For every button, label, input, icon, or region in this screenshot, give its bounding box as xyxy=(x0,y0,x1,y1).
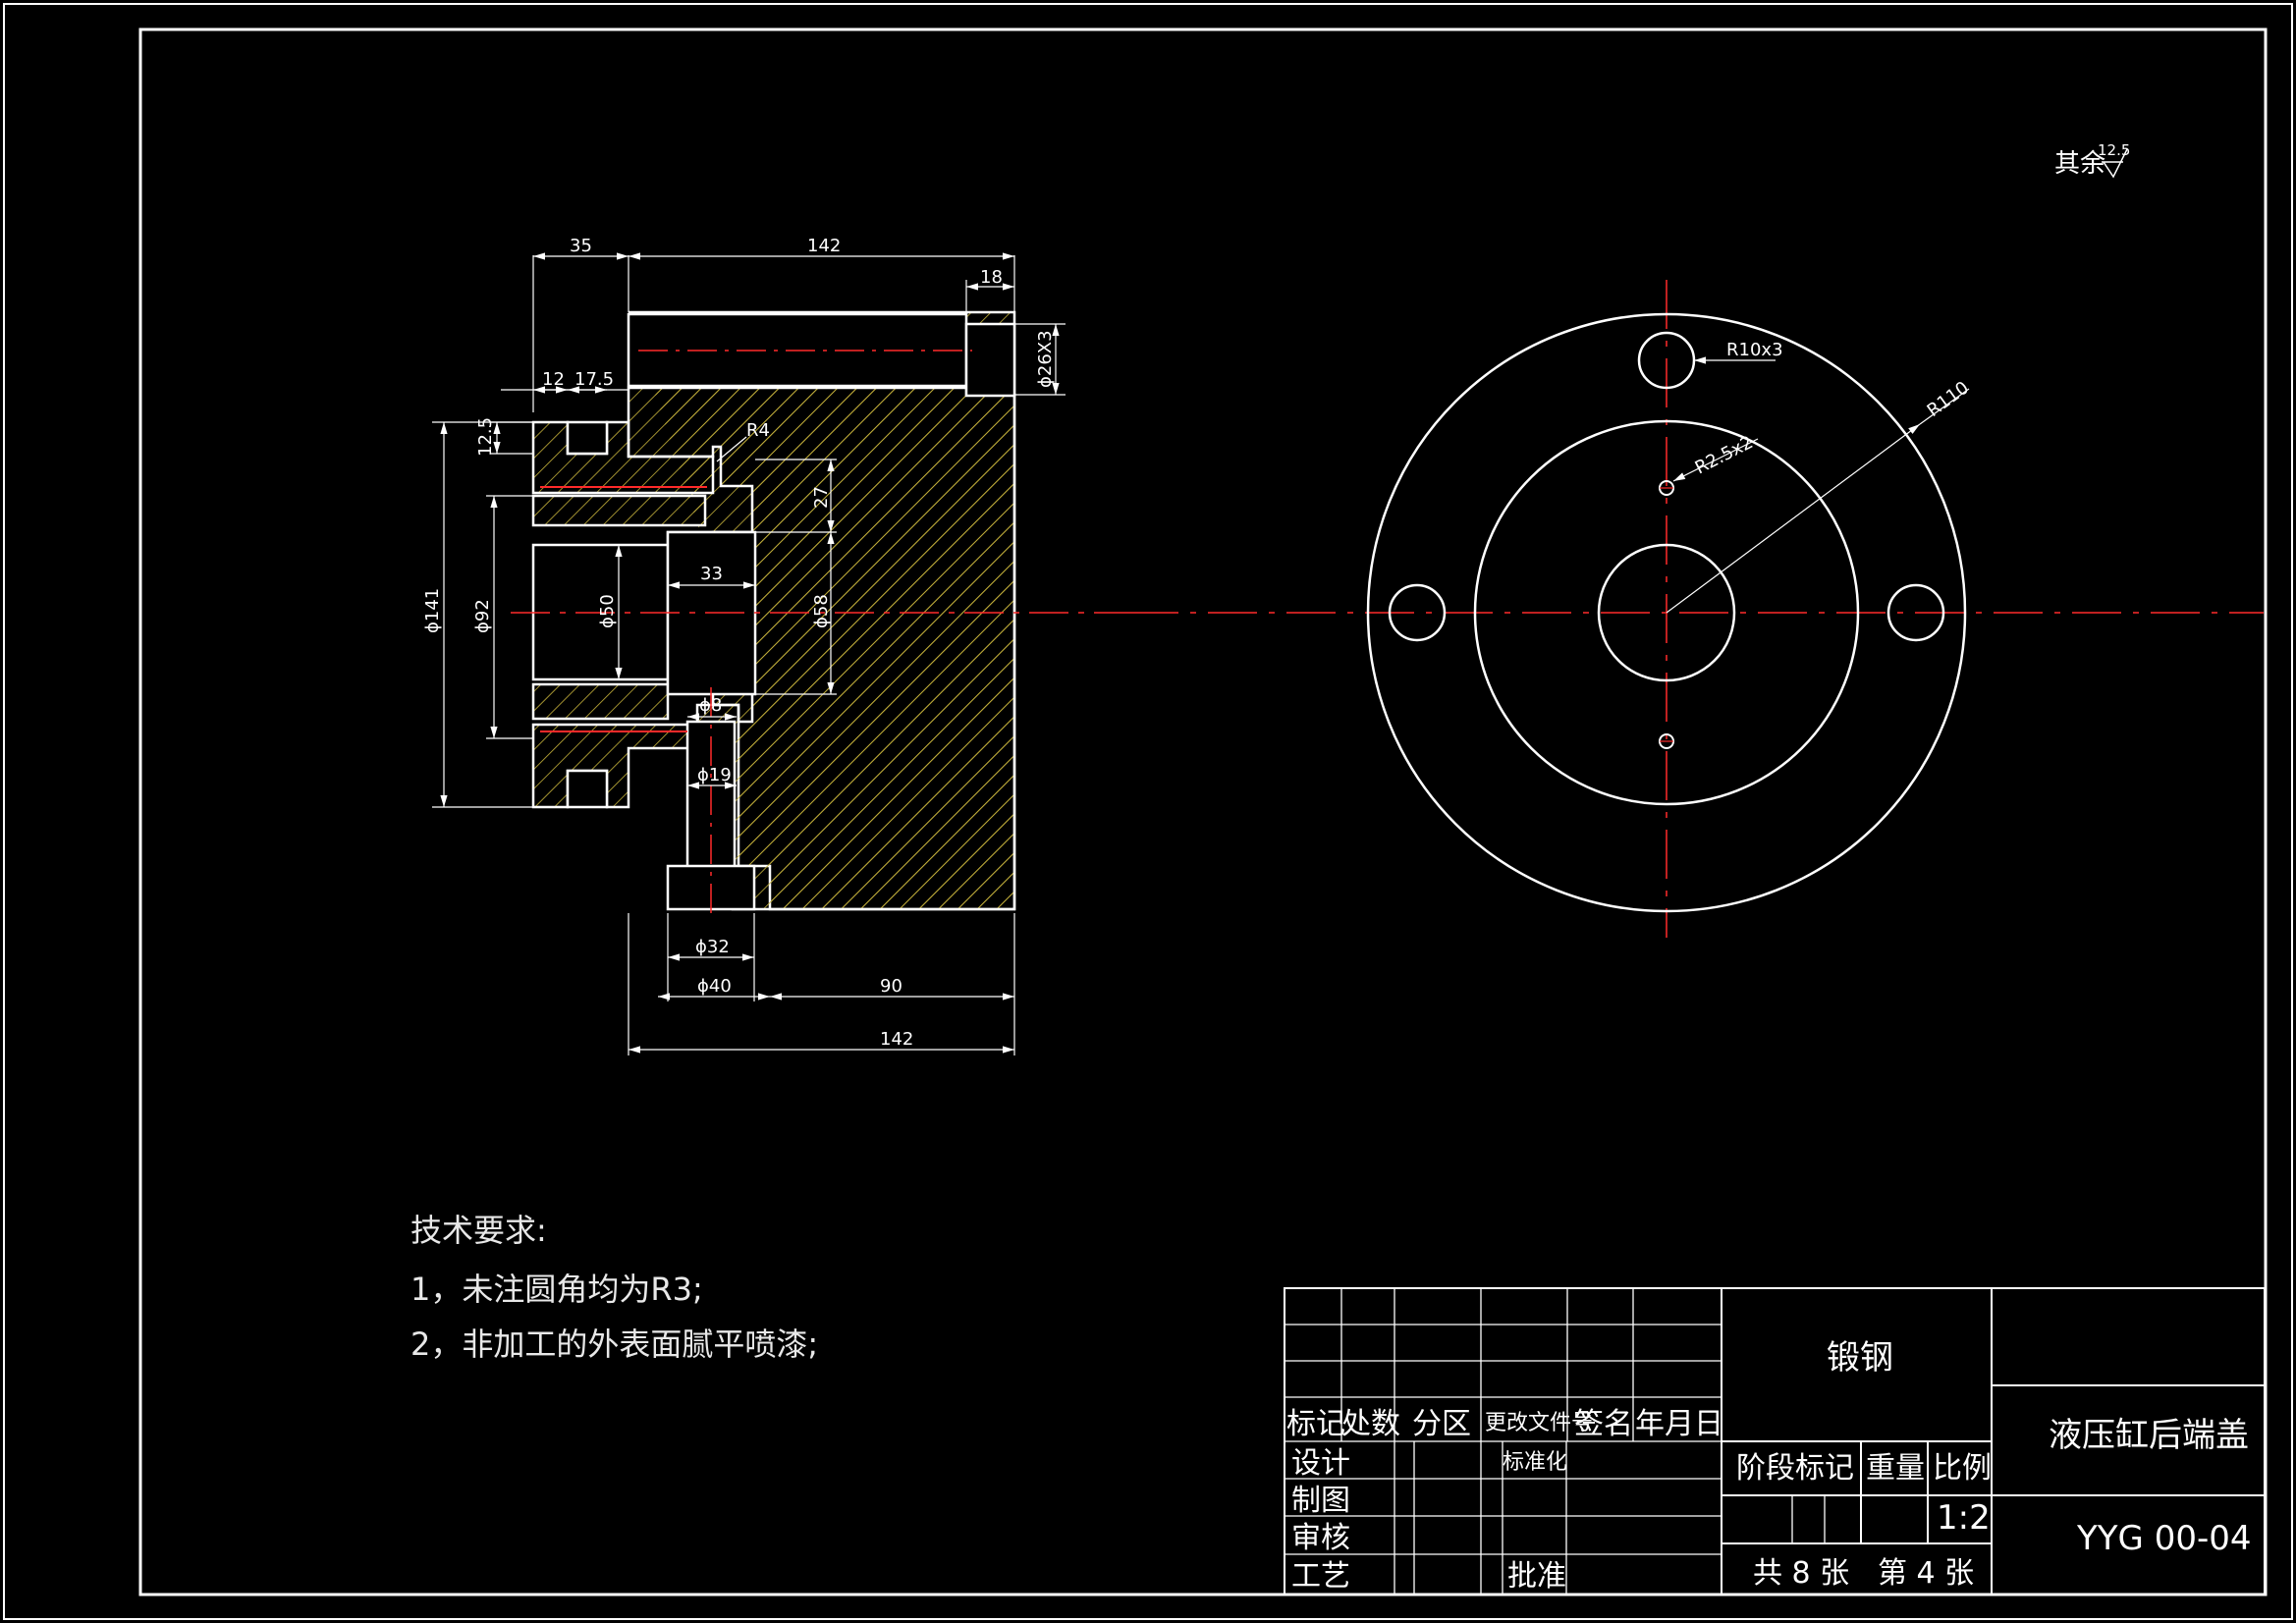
hdr-date: 年月日 xyxy=(1635,1407,1723,1441)
notes-item-1: 1，未注圆角均为R3; xyxy=(410,1271,703,1308)
notes-item-2: 2，非加工的外表面腻平喷漆; xyxy=(410,1325,818,1363)
outer-border xyxy=(3,3,2293,1620)
dim-17-5: 17.5 xyxy=(574,369,614,390)
role-review: 审核 xyxy=(1291,1521,1350,1555)
dim-18: 18 xyxy=(980,267,1003,288)
role-design: 设计 xyxy=(1291,1446,1350,1481)
technical-notes: 技术要求: 1，未注圆角均为R3; 2，非加工的外表面腻平喷漆; xyxy=(410,1212,818,1363)
hdr-change-doc: 更改文件号 xyxy=(1485,1411,1593,1435)
weight-label: 重量 xyxy=(1866,1451,1925,1486)
ratio-label: 比例 xyxy=(1933,1451,1992,1486)
section-view: 35 142 18 ϕ26X3 12 17.5 12.5 R4 27 33 ϕ1… xyxy=(422,236,1129,1055)
dim-33: 33 xyxy=(700,564,723,584)
mid-circle xyxy=(1473,419,1860,806)
dim-58: ϕ58 xyxy=(811,594,832,628)
dim-35: 35 xyxy=(570,236,592,256)
stage-mark: 阶段标记 xyxy=(1736,1451,1854,1486)
drawing-number: YYG 00-04 xyxy=(2076,1519,2252,1558)
dim-r2-5x2: R2.5x2 xyxy=(1692,432,1757,478)
material: 锻钢 xyxy=(1827,1338,1893,1378)
dim-19: ϕ19 xyxy=(697,765,732,785)
dim-141: ϕ141 xyxy=(422,588,443,633)
bolt-hole-right xyxy=(1886,583,1945,642)
roughness-note: 其余 12.5 xyxy=(2054,141,2130,179)
dim-142-bottom: 142 xyxy=(880,1029,913,1050)
center-bore-circle xyxy=(1597,543,1736,682)
sheets-total: 共 8 张 xyxy=(1753,1556,1849,1591)
dim-27: 27 xyxy=(811,486,832,509)
dim-r110: R110 xyxy=(1924,378,1973,422)
bolt-hole-left xyxy=(1388,583,1447,642)
dim-32: ϕ32 xyxy=(695,937,730,957)
dim-r4: R4 xyxy=(746,420,770,441)
hdr-count: 处数 xyxy=(1341,1407,1400,1441)
dim-50: ϕ50 xyxy=(597,594,618,628)
dim-90: 90 xyxy=(880,976,902,997)
part-name: 液压缸后端盖 xyxy=(2049,1416,2249,1455)
dimension-lines xyxy=(432,252,1066,1055)
hdr-zone: 分区 xyxy=(1412,1407,1471,1441)
notes-title: 技术要求: xyxy=(410,1212,547,1249)
hdr-signature: 签名 xyxy=(1574,1407,1633,1441)
roughness-label: 其余 xyxy=(2054,149,2105,179)
dim-8: ϕ8 xyxy=(699,695,722,716)
roughness-value: 12.5 xyxy=(2098,141,2130,159)
scale-value: 1:2 xyxy=(1937,1498,1991,1538)
outer-flange-circle xyxy=(1366,312,1967,913)
dim-26x3: ϕ26X3 xyxy=(1035,330,1056,388)
dim-12: 12 xyxy=(542,369,565,390)
dim-r10x3: R10x3 xyxy=(1726,340,1783,360)
dim-142-top: 142 xyxy=(807,236,841,256)
title-block: 标记 处数 分区 更改文件号 签名 年月日 设计 制图 审核 工艺 标准化 批准… xyxy=(1284,1287,2266,1596)
roughness-symbol-icon xyxy=(2103,148,2128,179)
inner-border xyxy=(138,27,2268,1596)
dim-12-5: 12.5 xyxy=(475,417,496,457)
role-drafting: 制图 xyxy=(1291,1484,1350,1518)
hdr-mark: 标记 xyxy=(1286,1407,1345,1441)
sheet-number: 第 4 张 xyxy=(1878,1556,1974,1591)
role-process: 工艺 xyxy=(1291,1559,1350,1594)
dim-40: ϕ40 xyxy=(697,976,732,997)
end-view: R10x3 R110 R2.5x2 xyxy=(1129,280,2264,938)
dim-92: ϕ92 xyxy=(472,599,493,633)
role-approval: 批准 xyxy=(1507,1559,1566,1594)
role-standardization: 标准化 xyxy=(1503,1450,1567,1475)
